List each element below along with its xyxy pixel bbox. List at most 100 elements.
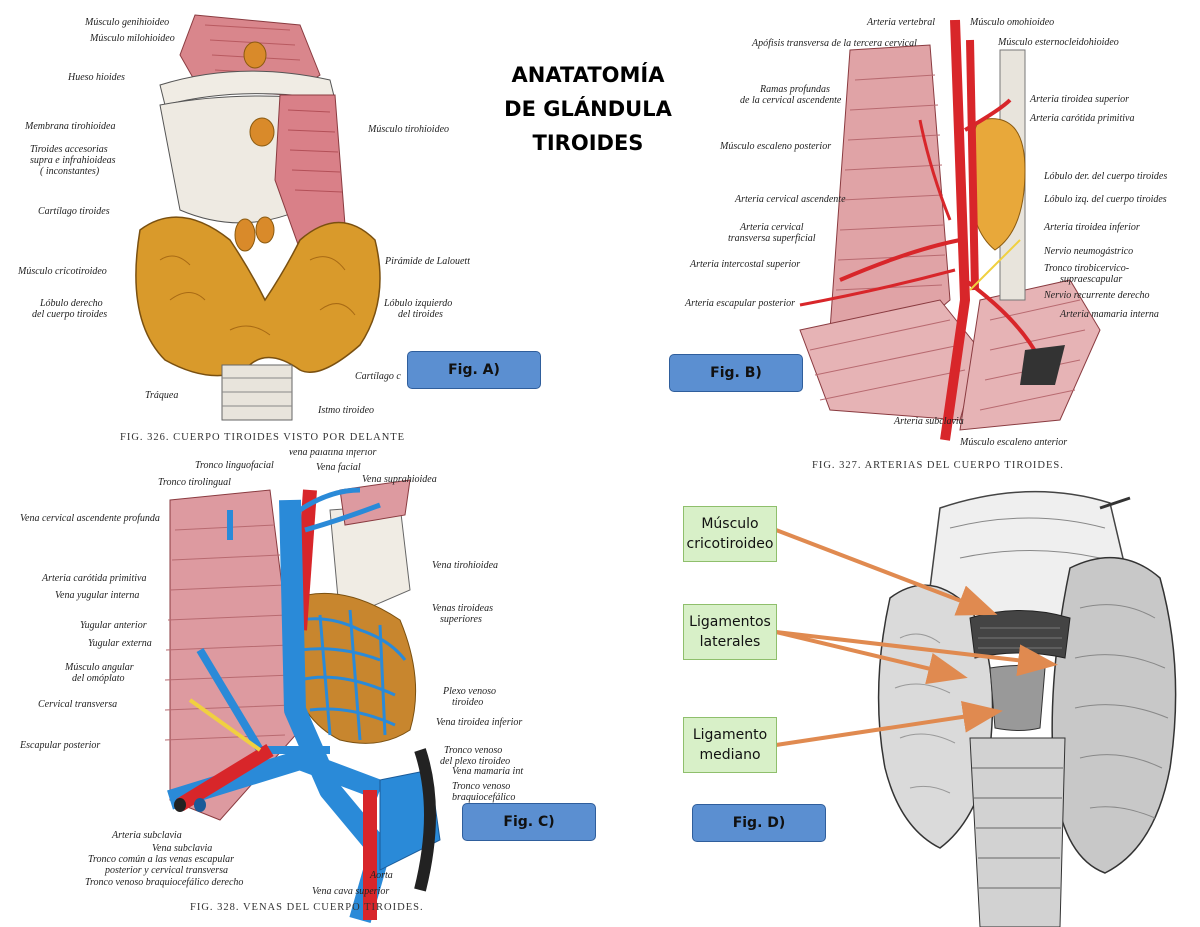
label-box-mediano-line-1: Ligamento <box>692 727 768 743</box>
label-b-cervical-asc: Arteria cervical ascendente <box>735 194 846 205</box>
label-b-intercostal: Arteria intercostal superior <box>690 259 801 270</box>
label-c-comun-2: posterior y cervical transversa <box>105 865 229 876</box>
label-c-plexo-1: Plexo venoso <box>443 686 497 697</box>
label-b-escapular: Arteria escapular posterior <box>685 298 795 309</box>
label-b-cervical-transv-1: Arteria cervical <box>740 222 804 233</box>
figure-b-illustration <box>799 19 1101 441</box>
label-box-cricotiroideo: Músculo cricotiroideo <box>683 506 777 562</box>
label-box-laterales-line-2: laterales <box>699 634 761 650</box>
label-lobulo-der-1: Lóbulo derecho <box>40 298 103 309</box>
label-b-apofisis: Apófisis transversa de la tercera cervic… <box>752 38 917 49</box>
label-b-escaleno-ant: Músculo escaleno anterior <box>960 437 1068 448</box>
caption-fig-c: FIG. 328. VENAS DEL CUERPO TIROIDES. <box>190 902 424 913</box>
label-c-mamaria: Vena mamaria int <box>452 766 524 777</box>
label-c-yugular-ant: Yugular anterior <box>80 620 147 631</box>
label-genihioideo: Músculo genihioideo <box>85 17 170 28</box>
label-c-palatina: Vena palatina inferior <box>288 450 377 458</box>
figure-c-illustration <box>164 479 441 924</box>
label-box-mediano: Ligamento mediano <box>683 717 777 773</box>
label-c-plexo-2: tiroideo <box>452 697 484 708</box>
label-b-mamaria: Arteria mamaria interna <box>1060 309 1159 320</box>
label-c-tronco-venoso-1: Tronco venoso <box>444 745 503 756</box>
label-b-lobulo-der: Lóbulo der. del cuerpo tiroides <box>1044 171 1168 182</box>
figure-b-panel: Arteria vertebral Apófisis transversa de… <box>680 0 1200 475</box>
label-c-tirolingual: Tronco tirolingual <box>158 477 231 488</box>
label-b-tiroidea-inf: Arteria tiroidea inferior <box>1044 222 1140 233</box>
label-c-tiroidea-inf: Vena tiroidea inferior <box>436 717 523 728</box>
label-istmo: Istmo tiroideo <box>318 405 375 416</box>
fig-b-button[interactable]: Fig. B) <box>669 354 803 392</box>
label-b-ramas-1: Ramas profundas <box>760 84 830 95</box>
label-c-suprahioidea: Vena suprahioidea <box>362 474 437 485</box>
label-b-esterno: Músculo esternocleidohioideo <box>998 37 1119 48</box>
fig-c-button[interactable]: Fig. C) <box>462 803 596 841</box>
caption-fig-b: FIG. 327. ARTERIAS DEL CUERPO TIROIDES. <box>812 460 1064 471</box>
label-milohioideo: Músculo milohioideo <box>90 33 175 44</box>
figure-c-panel: Vena palatina inferior Tronco linguofaci… <box>0 450 560 927</box>
label-c-tiroideas-sup-1: Venas tiroideas <box>432 603 494 614</box>
fig-d-button[interactable]: Fig. D) <box>692 804 826 842</box>
label-c-cervical-transv: Cervical transversa <box>38 699 118 710</box>
page-title: ANATATOMÍA DE GLÁNDULA TIROIDES <box>488 58 688 160</box>
label-c-tirohioidea: Vena tirohioidea <box>432 560 499 571</box>
label-box-cricotiroideo-line-2: cricotiroideo <box>686 536 774 552</box>
label-membrana: Membrana tirohioidea <box>25 121 116 132</box>
label-c-linguofacial: Tronco linguofacial <box>195 460 274 471</box>
label-accesorias-1: Tiroides accesorias <box>30 144 108 155</box>
label-b-subclavia: Arteria subclavia <box>894 416 964 427</box>
label-box-laterales: Ligamentos laterales <box>683 604 777 660</box>
label-box-laterales-line-1: Ligamentos <box>689 614 771 630</box>
label-b-cervical-transv-2: transversa superficial <box>728 233 816 244</box>
label-c-cava: Vena cava superior <box>312 886 390 897</box>
label-c-art-subclavia: Arteria subclavia <box>112 830 182 841</box>
figure-d-panel <box>870 488 1200 927</box>
label-lobulo-izq-1: Lóbulo izquierdo <box>384 298 453 309</box>
label-b-tiroidea-sup: Arteria tiroidea superior <box>1030 94 1130 105</box>
label-b-vertebral: Arteria vertebral <box>867 17 936 28</box>
label-c-facial: Vena facial <box>316 462 361 473</box>
label-b-tronco-2: supraescapular <box>1060 274 1123 285</box>
label-c-braq-derecho: Tronco venoso braquiocefálico derecho <box>85 877 244 888</box>
label-b-ramas-2: de la cervical ascendente <box>740 95 842 106</box>
label-cricoides: Cartílago c <box>355 371 401 382</box>
label-c-tiroideas-sup-2: superiores <box>440 614 482 625</box>
label-c-comun-1: Tronco común a las venas escapular <box>88 854 235 865</box>
label-c-braquiocefalico-2: braquiocefálico <box>452 792 516 803</box>
label-b-tronco-1: Tronco tirobicervico- <box>1044 263 1130 274</box>
label-c-escapular-post: Escapular posterior <box>20 740 101 751</box>
label-cartilago: Cartílago tiroides <box>38 206 110 217</box>
fig-a-button[interactable]: Fig. A) <box>407 351 541 389</box>
title-line-2: DE GLÁNDULA <box>504 97 672 121</box>
label-lobulo-der-2: del cuerpo tiroides <box>32 309 108 320</box>
label-box-mediano-line-2: mediano <box>699 747 761 763</box>
figure-a-illustration <box>135 14 381 421</box>
figure-a-panel: Músculo genihioideo Músculo milohioideo … <box>0 0 470 450</box>
label-lobulo-izq-2: del tiroides <box>398 309 443 320</box>
label-c-tronco-venoso-2: del plexo tiroideo <box>440 756 511 767</box>
title-line-3: TIROIDES <box>532 131 644 155</box>
label-piramide: Pirámide de Lalouette <box>385 256 470 267</box>
label-c-yugular-ext: Yugular externa <box>88 638 152 649</box>
label-b-neumogastrico: Nervio neumogástrico <box>1044 246 1134 257</box>
label-c-omoplato-2: del omóplato <box>72 673 125 684</box>
label-b-carotida: Arteria carótida primitiva <box>1030 113 1135 124</box>
figure-d-illustration <box>877 490 1177 927</box>
label-cricotiroideo: Músculo cricotiroideo <box>18 266 107 277</box>
label-c-vena-subclavia: Vena subclavia <box>152 843 213 854</box>
label-b-omohioideo: Músculo omohioideo <box>970 17 1055 28</box>
label-tirohioideo: Músculo tirohioideo <box>368 124 450 135</box>
label-b-escaleno-post: Músculo escaleno posterior <box>720 141 832 152</box>
caption-fig-a: FIG. 326. CUERPO TIROIDES VISTO POR DELA… <box>120 432 406 443</box>
label-hioides: Hueso hioides <box>68 72 125 83</box>
label-c-cervical-prof: Vena cervical ascendente profunda <box>20 513 160 524</box>
label-c-yugular-int: Vena yugular interna <box>55 590 140 601</box>
label-accesorias-2: supra e infrahioideas <box>30 155 116 166</box>
label-c-omoplato-1: Músculo angular <box>65 662 134 673</box>
label-traquea: Tráquea <box>145 390 179 401</box>
label-b-lobulo-izq: Lóbulo izq. del cuerpo tiroides <box>1044 194 1167 205</box>
label-b-recurrente: Nervio recurrente derecho <box>1044 290 1150 301</box>
label-box-cricotiroideo-line-1: Músculo <box>701 516 759 532</box>
label-c-aorta: Aorta <box>370 870 393 881</box>
title-line-1: ANATATOMÍA <box>511 63 665 87</box>
